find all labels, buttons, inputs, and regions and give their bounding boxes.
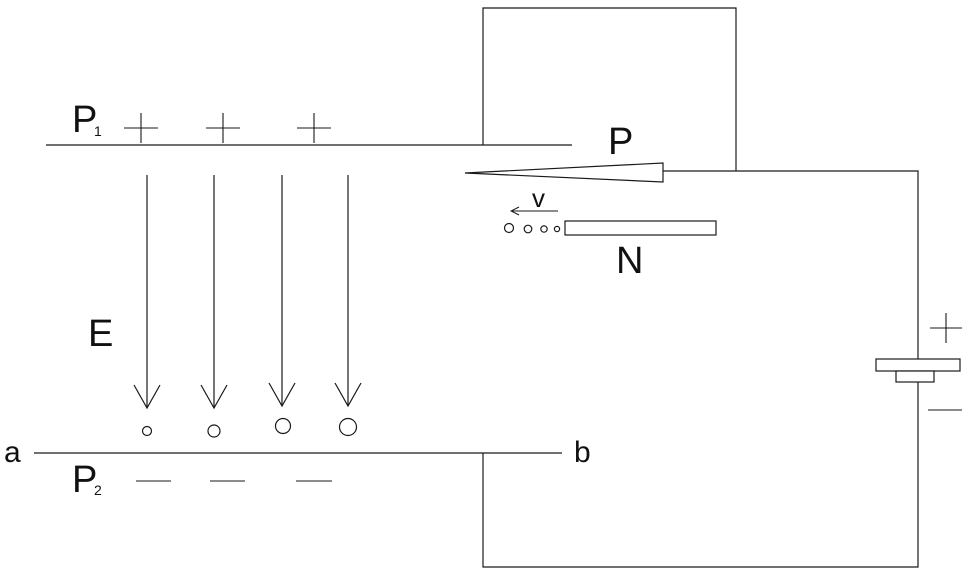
emitted-particles	[505, 224, 560, 233]
top-plate-subscript: 1	[94, 123, 102, 139]
battery-negative-plate	[896, 371, 934, 382]
top-plate-positive-charges	[124, 113, 331, 143]
bottom-plate-subscript: 2	[94, 482, 102, 498]
plus-sign	[297, 113, 331, 143]
plus-sign	[206, 113, 240, 143]
particle	[143, 427, 152, 436]
cone-electrode	[465, 163, 663, 182]
field-arrow	[134, 175, 160, 408]
battery	[876, 313, 962, 410]
particle	[524, 225, 532, 233]
particle	[340, 419, 357, 436]
velocity-label: v	[532, 183, 545, 213]
end-label-b: b	[574, 436, 591, 469]
cone-label: P	[608, 121, 633, 163]
field-arrow	[201, 175, 227, 408]
particle	[541, 226, 547, 232]
particle	[276, 419, 291, 434]
circuit-wiring	[483, 8, 918, 567]
field-arrow	[269, 175, 295, 406]
deposited-particles	[143, 419, 357, 438]
rod-electrode	[565, 221, 716, 235]
field-label: E	[88, 313, 113, 355]
particle	[505, 224, 514, 233]
rod-label: N	[616, 240, 643, 282]
plus-sign	[124, 113, 158, 143]
battery-plus-sign	[930, 313, 962, 343]
electric-field-arrows	[134, 175, 361, 408]
end-label-a: a	[4, 436, 21, 469]
particle	[554, 226, 559, 231]
field-arrow	[335, 175, 361, 406]
battery-positive-plate	[876, 359, 960, 371]
particle	[208, 425, 220, 437]
